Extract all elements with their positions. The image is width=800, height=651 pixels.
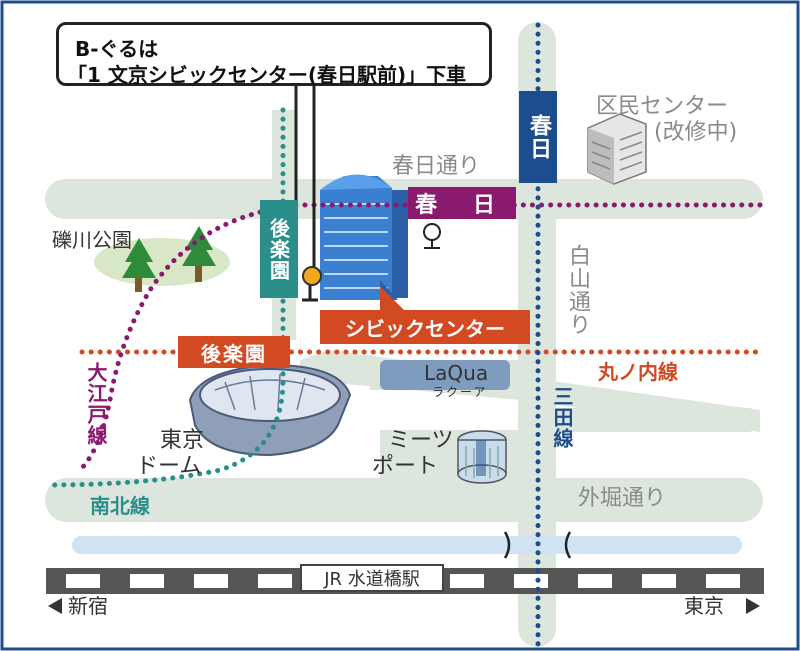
laqua-kana-label: ラクーア [432,385,488,399]
kasuga-dori-label: 春日通り [392,154,481,179]
jr-east-label: 東京 [684,594,724,618]
namboku-line-label: 南北線 [90,494,150,518]
tokyo-dome-label-1: 東京 [160,428,205,453]
civic-center-building-icon [320,174,408,300]
station-sign-kasuga-v: 春日 [519,91,557,183]
koishikawa-park-label: 礫川公園 [52,228,132,252]
laqua-label: LaQua [424,361,489,385]
callout-line1: B-ぐるは [75,37,159,61]
tree-icon [122,238,156,292]
tree-icon [182,226,216,282]
bus-stop-icon [302,266,322,286]
hakusan-dori-label: 白山通り [565,244,590,336]
kanda-river [72,536,742,554]
tokyo-dome-label-2: ドーム [136,454,202,479]
laqua-building [380,360,510,390]
callout-line2: 「1 文京シビックセンター(春日駅前)」下車 [67,63,467,87]
arrow-left-icon [48,598,62,614]
station-sign-kasuga: 春 日 [408,187,516,219]
meets-port-label-1: ミーツ [388,428,454,453]
civic-center-label: シビックセンター [320,310,530,344]
kumin-center-label: 区民センター [596,94,729,119]
kumin-center-icon [587,113,647,185]
oedo-line-label: 大江戸線 [84,362,108,446]
namboku-line [43,107,286,488]
mita-line-label: 三田線 [550,386,574,449]
bridge-marks [503,531,572,559]
bus-callout: B-ぐるは 「1 文京シビックセンター(春日駅前)」下車 [56,22,492,87]
jr-west-label: 新宿 [68,594,108,618]
east-road [520,408,760,432]
arrow-right-icon [746,598,760,614]
tokyo-dome-icon [188,363,352,457]
sotobori-dori-label: 外堀通り [578,486,667,511]
meets-port-label-2: ポート [372,454,439,479]
station-sign-korakuen-h: 後楽園 [178,336,290,368]
civic-badge-pointer [380,286,404,310]
marunouchi-line-label: 丸ノ内線 [598,360,678,384]
jr-track-dashes [66,574,740,588]
post-office-icon [423,223,441,249]
station-sign-korakuen-v: 後楽園 [260,200,298,298]
meets-port-icon [457,430,507,484]
subway-lines [43,22,763,648]
kumin-center-note: (改修中) [654,120,738,145]
sotobori-dori-road [45,478,763,522]
jr-suidobashi-label: JR 水道橋駅 [300,564,444,592]
